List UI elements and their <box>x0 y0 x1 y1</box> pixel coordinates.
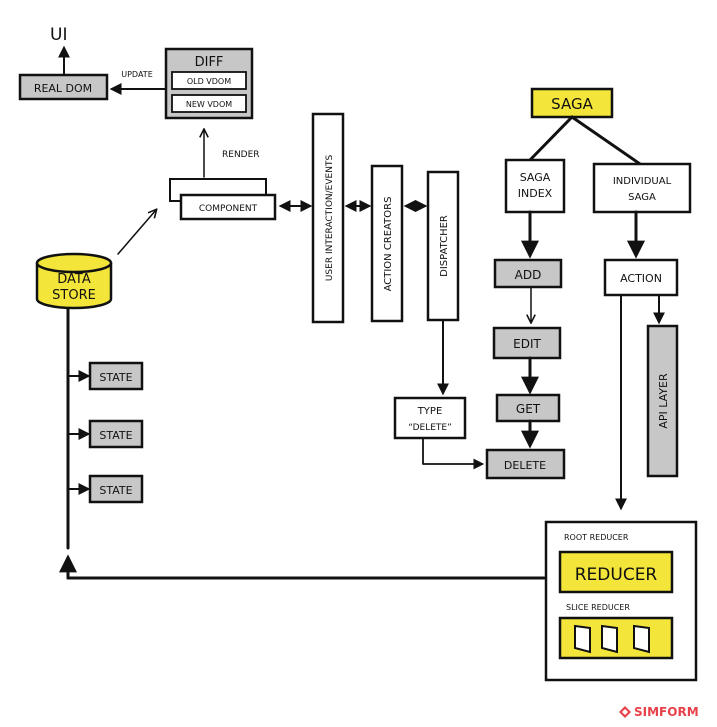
action-label: ACTION <box>620 272 662 285</box>
reducer-box <box>558 550 674 594</box>
type-label: TYPE <box>417 406 443 417</box>
old-vdom-box <box>171 71 247 90</box>
action-box <box>603 258 679 297</box>
state-3-label: STATE <box>99 484 132 497</box>
state-1-label: STATE <box>99 371 132 384</box>
individual-saga-label-2: SAGA <box>628 192 656 203</box>
data-store-cylinder <box>35 263 113 310</box>
new-vdom-box <box>171 94 247 113</box>
action-creators-box <box>370 164 404 323</box>
add-box <box>493 258 563 289</box>
simform-logo-icon <box>619 706 631 718</box>
saga-label: SAGA <box>551 95 593 113</box>
render-label: RENDER <box>222 150 260 160</box>
update-label: UPDATE <box>121 70 153 79</box>
dispatcher-box <box>426 170 460 322</box>
state-2-label: STATE <box>99 429 132 442</box>
saga-index-label-2: INDEX <box>518 187 553 200</box>
edit-label: EDIT <box>513 337 541 351</box>
saga-index-box <box>504 158 566 214</box>
delete-box <box>485 448 566 480</box>
individual-saga-box <box>592 162 692 214</box>
dispatcher-label: DISPATCHER <box>439 215 450 277</box>
component-label: COMPONENT <box>199 204 258 214</box>
state-1-box <box>88 361 144 391</box>
old-vdom-label: OLD VDOM <box>187 77 231 86</box>
get-label: GET <box>516 402 541 416</box>
type-delete-value: “DELETE” <box>408 423 452 433</box>
edit-box <box>492 326 562 360</box>
diff-label: DIFF <box>195 55 224 70</box>
type-to-delete-arrow <box>422 438 485 470</box>
real-dom-label: Real DOM <box>34 82 92 95</box>
brand-name: SIMFORM <box>634 705 699 719</box>
data-store-top <box>35 252 113 274</box>
data-store-label-2: STORE <box>52 288 96 303</box>
api-layer-box <box>646 324 679 478</box>
slice-icon-1 <box>574 624 591 654</box>
reducer-label: REDUCER <box>575 565 658 585</box>
slice-reducer-label: Slice Reducer <box>566 603 630 612</box>
saga-index-label-1: SAGA <box>520 171 551 184</box>
user-interaction-box <box>311 112 345 324</box>
individual-saga-label-1: INDIVIDUAL <box>613 176 672 187</box>
add-label: ADD <box>515 268 542 282</box>
saga-to-index-line <box>528 115 574 162</box>
get-box <box>495 393 561 423</box>
action-creators-label: ACTION CREATORS <box>383 197 394 292</box>
state-2-box <box>88 419 144 449</box>
type-delete-box <box>393 396 467 440</box>
api-layer-label: API LAYER <box>657 373 670 429</box>
ui-label: UI <box>50 25 67 45</box>
state-3-box <box>88 474 144 504</box>
new-vdom-label: NEW VDOM <box>186 100 232 109</box>
user-interaction-label: USER INTERACTION/EVENTS <box>325 155 335 282</box>
data-store-label-1: DATA <box>57 272 91 287</box>
delete-label: DELETE <box>504 459 546 472</box>
slice-icon-2 <box>601 624 618 654</box>
saga-to-individual-line <box>570 115 642 166</box>
slice-icon-3 <box>633 624 650 654</box>
root-reducer-label: Root Reducer <box>564 533 629 542</box>
component-box <box>179 193 277 221</box>
store-to-component-arrow <box>117 210 156 255</box>
real-dom-box <box>18 73 109 101</box>
